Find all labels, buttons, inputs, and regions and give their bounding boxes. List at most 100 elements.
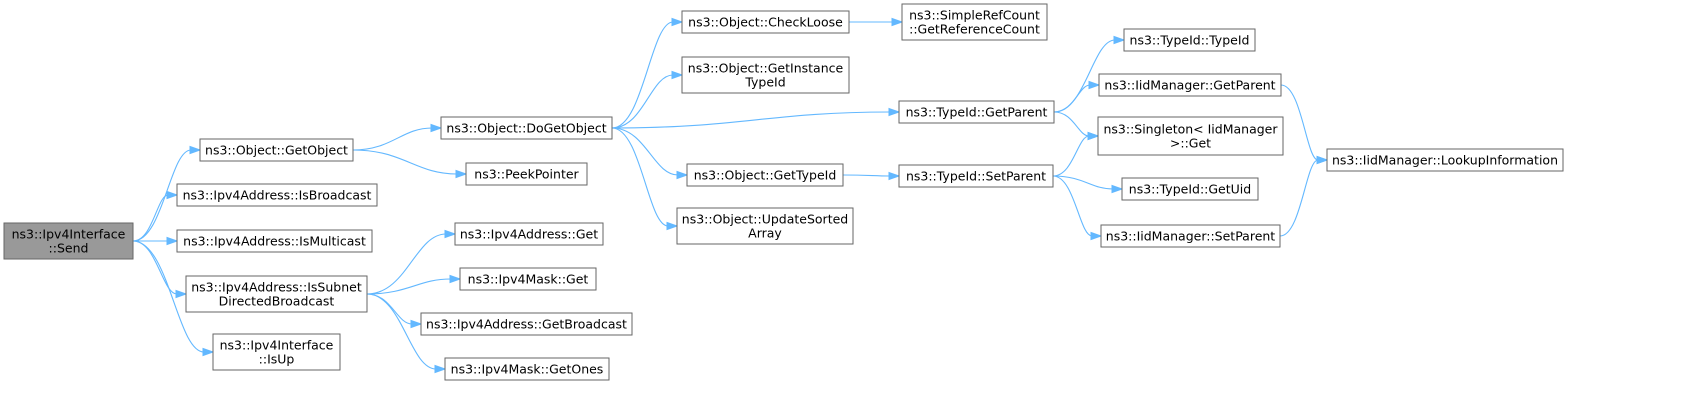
node-label: ns3::IidManager::LookupInformation (1332, 153, 1558, 168)
node-box (676, 207, 854, 245)
edge-arrowhead (410, 319, 423, 329)
node-issubnet[interactable]: ns3::Ipv4Address::IsSubnetDirectedBroadc… (185, 275, 368, 313)
node-lookupinfo[interactable]: ns3::IidManager::LookupInformation (1326, 148, 1564, 172)
edge-line (1053, 111, 1090, 137)
edge-line (1280, 84, 1319, 161)
node-box (212, 333, 341, 371)
node-box (681, 56, 850, 94)
node-typeidctor[interactable]: ns3::TypeId::TypeId (1123, 28, 1256, 52)
node-label: >::Get (1170, 136, 1211, 151)
edges-layer (132, 17, 1329, 374)
node-checkloose[interactable]: ns3::Object::CheckLoose (681, 10, 850, 34)
edge-line (132, 240, 205, 353)
node-box (176, 183, 378, 207)
edge-arrowhead (166, 236, 179, 246)
edge-line (611, 127, 679, 176)
node-isbroadcast[interactable]: ns3::Ipv4Address::IsBroadcast (176, 183, 378, 207)
node-send[interactable]: ns3::Ipv4Interface::Send (3, 222, 134, 260)
node-dogetobject[interactable]: ns3::Object::DoGetObject (440, 116, 613, 140)
edge-arrowhead (434, 364, 447, 374)
edge-arrowhead (888, 171, 901, 181)
node-iidsetparent[interactable]: ns3::IidManager::SetParent (1100, 224, 1281, 248)
node-peekpointer[interactable]: ns3::PeekPointer (465, 162, 588, 186)
node-label: ns3::Ipv4Address::IsSubnet (191, 280, 362, 295)
edge-arrowhead (430, 123, 443, 133)
edge-arrowhead (202, 347, 215, 357)
edge-arrowhead (666, 221, 679, 231)
node-box (898, 100, 1055, 124)
edge-dogetobject-to-typeidgetparent (611, 107, 901, 129)
node-getbroadcast[interactable]: ns3::Ipv4Address::GetBroadcast (420, 312, 633, 336)
node-label: ns3::Object::GetObject (205, 143, 348, 158)
node-box (444, 357, 610, 381)
node-box (465, 162, 588, 186)
node-label: ns3::TypeId::GetUid (1129, 182, 1251, 197)
edge-line (842, 174, 891, 177)
node-box (1123, 28, 1256, 52)
edge-iidsetparent-to-lookupinfo (1279, 155, 1329, 237)
node-label: ns3::Ipv4Address::IsMulticast (183, 234, 366, 249)
node-box (454, 222, 604, 246)
edge-line (611, 21, 674, 129)
node-getobject[interactable]: ns3::Object::GetObject (199, 138, 354, 162)
edge-arrowhead (671, 70, 684, 80)
node-label: ns3::IidManager::SetParent (1106, 229, 1276, 244)
node-box (440, 116, 613, 140)
edge-iidgetparent-to-lookupinfo (1280, 84, 1329, 165)
edge-issubnet-to-getbroadcast (366, 293, 423, 329)
node-maskget[interactable]: ns3::Ipv4Mask::Get (459, 267, 597, 291)
node-label: ns3::Object::DoGetObject (446, 121, 606, 136)
edge-line (366, 233, 447, 295)
node-iidgetparent[interactable]: ns3::IidManager::GetParent (1098, 73, 1282, 97)
edge-arrowhead (1111, 184, 1124, 194)
edge-send-to-isup (132, 240, 215, 357)
node-box (176, 229, 373, 253)
edge-line (132, 194, 169, 242)
node-isup[interactable]: ns3::Ipv4Interface::IsUp (212, 333, 341, 371)
edge-line (611, 111, 891, 129)
node-typeidgetparent[interactable]: ns3::TypeId::GetParent (898, 100, 1055, 124)
edge-line (1053, 84, 1091, 113)
node-ismulticast[interactable]: ns3::Ipv4Address::IsMulticast (176, 229, 373, 253)
node-box (901, 3, 1048, 41)
node-getuid[interactable]: ns3::TypeId::GetUid (1121, 177, 1259, 201)
edge-line (1052, 175, 1114, 190)
node-label: ns3::TypeId::TypeId (1130, 33, 1250, 48)
edge-line (366, 293, 413, 325)
edge-arrowhead (189, 145, 202, 155)
edge-typeidgetparent-to-iidgetparent (1053, 80, 1101, 113)
edge-arrowhead (888, 107, 901, 117)
node-typeidsetparent[interactable]: ns3::TypeId::SetParent (898, 164, 1054, 188)
edge-line (366, 278, 452, 295)
node-box (199, 138, 354, 162)
edge-arrowhead (671, 17, 684, 27)
edge-arrowhead (175, 289, 188, 299)
node-getones[interactable]: ns3::Ipv4Mask::GetOnes (444, 357, 610, 381)
edge-arrowhead (891, 17, 904, 27)
edge-getobject-to-peekpointer (352, 149, 468, 179)
node-label: ::IsUp (259, 352, 295, 367)
node-box (686, 163, 844, 187)
node-label: ns3::TypeId::SetParent (906, 169, 1046, 184)
edge-arrowhead (1090, 231, 1103, 241)
edge-arrowhead (455, 169, 468, 179)
edge-typeidsetparent-to-iidsetparent (1052, 175, 1103, 241)
edge-arrowhead (1087, 131, 1100, 141)
node-getrefcount[interactable]: ns3::SimpleRefCount::GetReferenceCount (901, 3, 1048, 41)
edge-getobject-to-dogetobject (352, 123, 443, 151)
node-gettypeid[interactable]: ns3::Object::GetTypeId (686, 163, 844, 187)
edge-arrowhead (449, 274, 462, 284)
edge-typeidsetparent-to-singletonget (1052, 131, 1100, 177)
edge-line (1279, 159, 1319, 237)
edge-line (352, 149, 458, 175)
node-label: ns3::Object::CheckLoose (688, 15, 843, 30)
node-ipv4get[interactable]: ns3::Ipv4Address::Get (454, 222, 604, 246)
node-box (1098, 73, 1282, 97)
node-label: ns3::Singleton< IidManager (1103, 122, 1278, 137)
nodes-layer: ns3::Ipv4Interface::Send ns3::Object::Get… (3, 3, 1564, 381)
node-box (1097, 116, 1284, 156)
node-singletonget[interactable]: ns3::Singleton< IidManager>::Get (1097, 116, 1284, 156)
